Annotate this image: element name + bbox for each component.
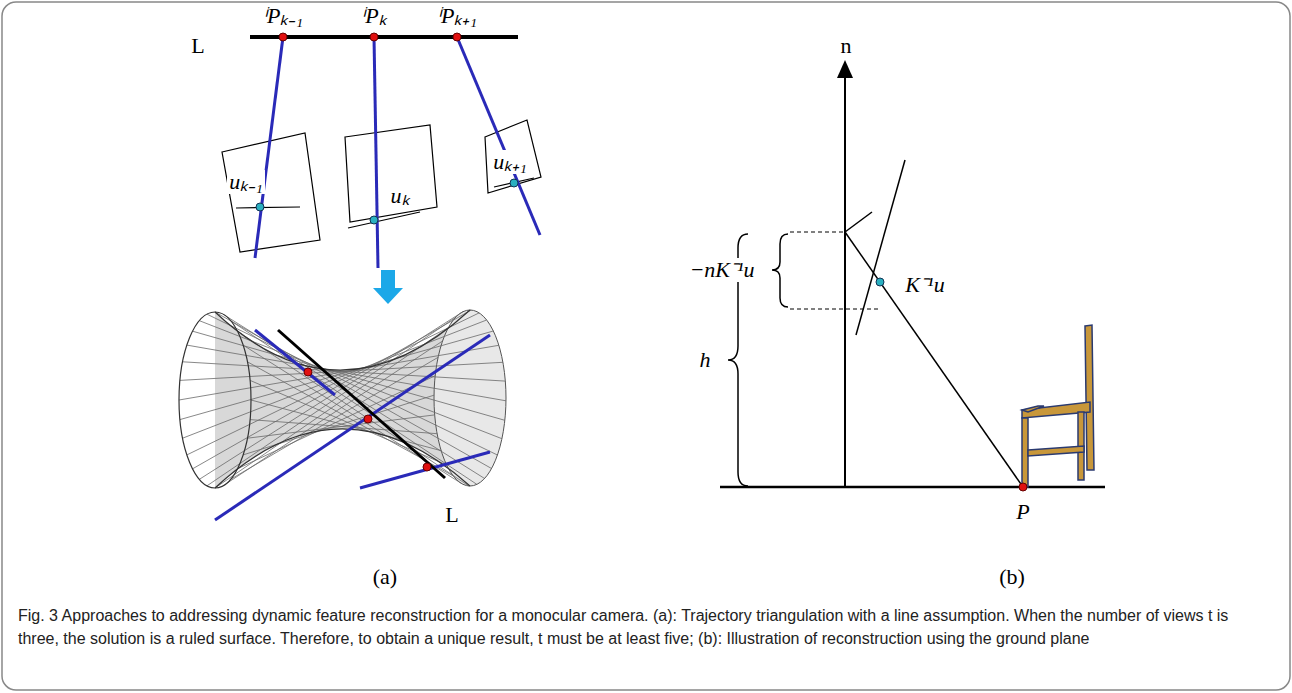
ruling xyxy=(187,313,479,455)
panel-label: (b) xyxy=(997,565,1027,589)
ground-plane xyxy=(720,486,1105,489)
image-point xyxy=(510,179,518,187)
image-point xyxy=(370,216,378,224)
image-plane xyxy=(222,133,320,252)
ruling xyxy=(243,395,434,455)
axis-label: n xyxy=(839,34,854,58)
image-plane xyxy=(345,125,437,222)
point-label: P xyxy=(1014,500,1031,524)
brace xyxy=(772,234,788,307)
ray xyxy=(255,330,335,395)
ruling xyxy=(180,331,493,420)
dashed-guide xyxy=(790,309,878,310)
image-point-label: uₖ xyxy=(389,184,412,208)
image-point xyxy=(876,278,884,286)
ray xyxy=(457,37,540,235)
image-plane xyxy=(856,160,905,335)
ruling xyxy=(215,328,449,489)
point-label: ⁱPₖ₊₁ xyxy=(435,4,479,28)
offset-label: −nK⁻¹u xyxy=(687,258,756,282)
ruling xyxy=(183,362,506,381)
ray xyxy=(360,452,490,488)
dashed-guide xyxy=(742,487,790,488)
point xyxy=(1019,483,1027,491)
line-l xyxy=(250,35,518,39)
ruling xyxy=(193,310,472,469)
line-label: L xyxy=(189,34,206,58)
image-line xyxy=(348,212,420,228)
ruling xyxy=(223,314,485,478)
line-label: L xyxy=(443,503,460,527)
point xyxy=(423,463,431,471)
point-label: ⁱPₖ xyxy=(359,4,388,28)
ruling xyxy=(199,321,502,439)
dashed-guide xyxy=(790,232,845,233)
ruling xyxy=(223,341,443,486)
image-point-label: uₖ₋₁ xyxy=(227,170,265,194)
line-l xyxy=(278,330,445,478)
ruling xyxy=(231,321,477,485)
ray xyxy=(845,232,1023,487)
point xyxy=(453,33,461,41)
rulings xyxy=(179,310,506,488)
ray xyxy=(255,37,283,258)
point-label: ⁱPₖ₋₁ xyxy=(261,4,305,28)
down-arrow xyxy=(373,270,403,304)
surface-outline xyxy=(215,310,470,488)
point xyxy=(364,415,372,423)
point xyxy=(279,33,287,41)
height-label: h xyxy=(698,348,713,372)
image-line xyxy=(494,178,534,187)
ruling xyxy=(193,331,505,420)
principal-axis xyxy=(845,212,872,232)
image-point xyxy=(256,203,264,211)
image-plane xyxy=(485,120,541,193)
ruling xyxy=(237,376,435,469)
ray xyxy=(215,335,490,520)
panel-label: (a) xyxy=(371,565,399,589)
caption: Fig. 3 Approaches to addressing dynamic … xyxy=(18,604,1273,650)
ruled-surface-end xyxy=(179,312,251,488)
point xyxy=(304,368,312,376)
point-label: K⁻¹u xyxy=(903,273,946,297)
ray xyxy=(374,37,378,268)
normal-axis xyxy=(844,68,846,488)
ruling xyxy=(237,331,469,486)
image-line xyxy=(236,207,300,208)
point xyxy=(370,33,378,41)
image-point-label: uₖ₊₁ xyxy=(491,150,529,174)
chair xyxy=(1022,325,1094,487)
